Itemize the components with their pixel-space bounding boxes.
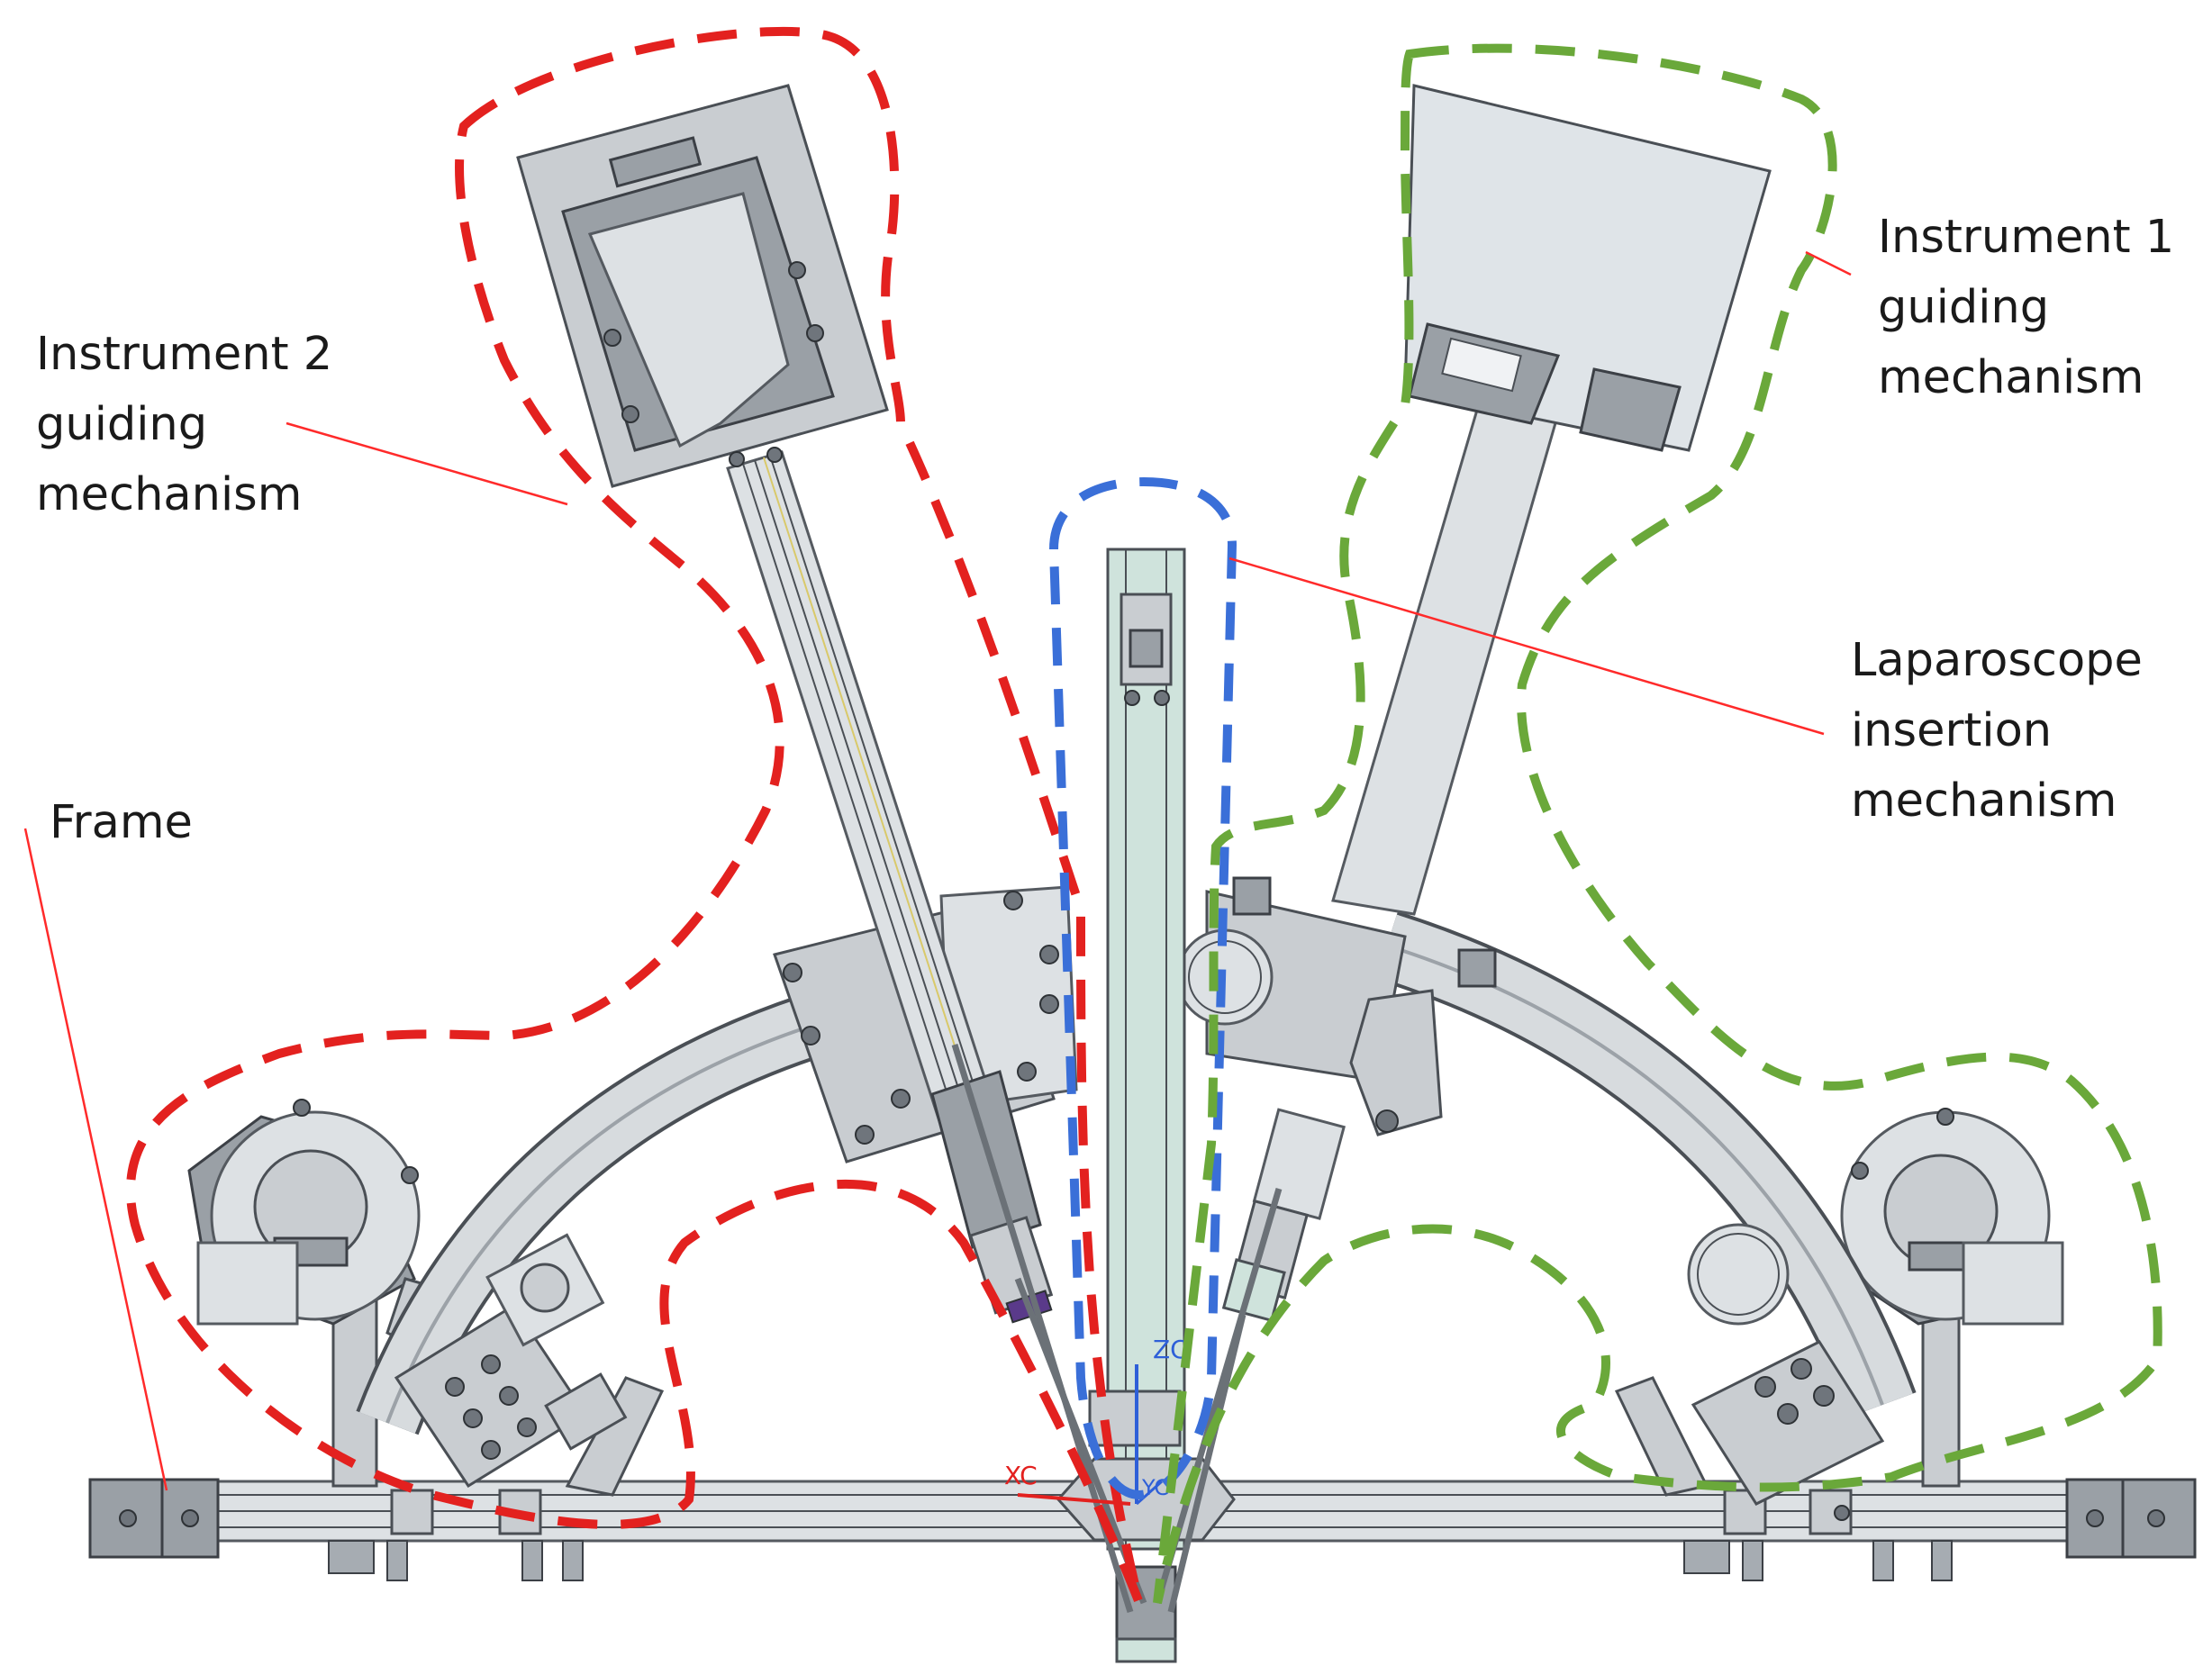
laparoscope-outline	[1048, 476, 1237, 1500]
label-laparoscope: Laparoscope insertion mechanism	[1851, 634, 2143, 828]
right-motor	[1840, 1108, 2064, 1326]
instrument-1-assembly	[1331, 84, 1772, 916]
leader-lines	[23, 250, 1852, 1491]
cad-axes: XC ZC YC	[1004, 1335, 1188, 1506]
label-instrument-1: Instrument 1 guiding mechanism	[1878, 211, 2175, 404]
axis-x-label: XC	[1004, 1461, 1038, 1490]
instrument-1-outline	[1153, 43, 2162, 1605]
right-arc-carriage	[1687, 1223, 1885, 1506]
left-arc-carriage	[394, 1233, 628, 1489]
label-instrument-2: Instrument 2 guiding mechanism	[36, 328, 333, 521]
label-frame: Frame	[50, 796, 193, 849]
instrument-2-assembly	[516, 84, 1054, 1324]
instrument-2-outline	[125, 26, 1144, 1605]
